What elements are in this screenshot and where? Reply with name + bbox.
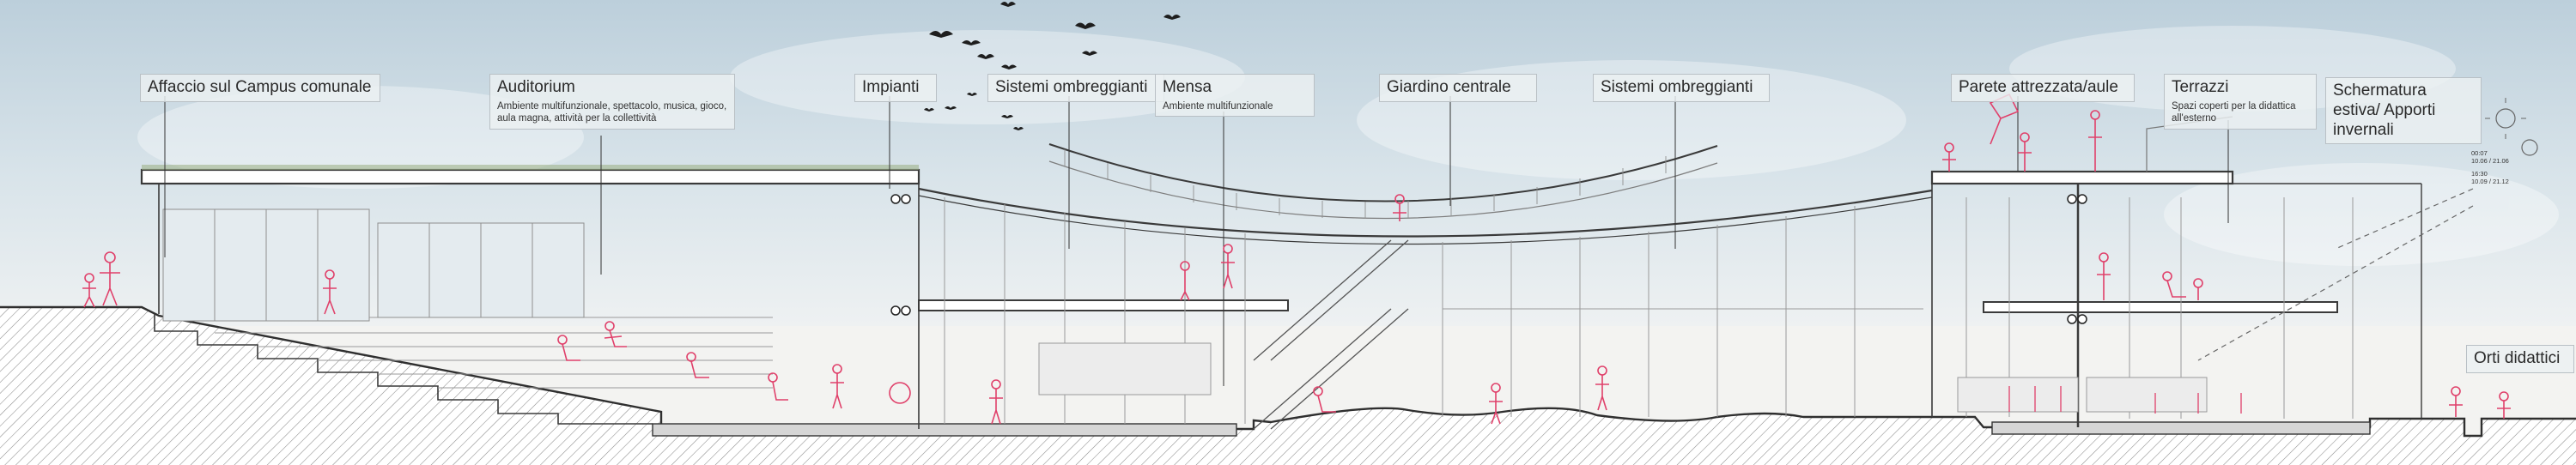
person [1595,365,1609,411]
label-mensa-title: Mensa [1163,78,1212,96]
person [1180,261,1190,301]
label-ombreggianti-2-title: Sistemi ombreggianti [1601,78,1753,96]
label-ombreggianti-1: Sistemi ombreggianti [987,74,1164,102]
label-auditorium: Auditorium Ambiente multifunzionale, spe… [489,74,735,130]
person [686,352,709,378]
person [82,273,96,308]
person [2449,386,2463,417]
sun-winter-time: 16:30 [2471,170,2488,178]
label-orti-title: Orti didattici [2474,349,2561,367]
label-parete-title: Parete attrezzata/aule [1959,78,2118,96]
vent-marks [890,194,2087,324]
label-giardino: Giardino centrale [1379,74,1537,102]
person [2097,252,2111,300]
person [604,321,627,347]
sun-winter-note: 16:30 10.09 / 21.12 [2471,170,2509,186]
label-schermatura-title: Schermatura estiva/ Apporti invernali [2333,82,2436,139]
person [557,335,580,361]
sun-summer-time: 00:07 [2471,149,2488,157]
sun-icons [2197,98,2538,361]
person [830,364,844,409]
person [768,372,788,401]
auditorium-volume [140,165,920,429]
person [2162,271,2186,298]
sun-summer-date: 10.06 / 21.06 [2471,157,2509,166]
label-giardino-title: Giardino centrale [1387,78,1511,96]
label-campus: Affaccio sul Campus comunale [140,74,380,102]
person [1942,142,1956,172]
people-figures [82,93,2511,425]
person [1393,194,1406,221]
label-auditorium-title: Auditorium [497,78,575,96]
person [1221,244,1235,289]
leader-lines [164,96,2229,386]
person [1489,383,1503,425]
label-auditorium-subtitle: Ambiente multifunzionale, spettacolo, mu… [497,100,727,124]
person [2018,132,2032,172]
person [1313,386,1336,413]
label-impianti-title: Impianti [862,78,920,96]
person [2088,110,2102,172]
person [100,251,120,306]
person [889,382,911,404]
label-parete: Parete attrezzata/aule [1951,74,2135,102]
label-terrazzi-subtitle: Spazi coperti per la didattica all'ester… [2172,100,2296,124]
sun-winter-date: 10.09 / 21.12 [2471,178,2509,186]
person [2193,278,2203,300]
sun-summer-note: 00:07 10.06 / 21.06 [2471,149,2509,166]
label-impianti: Impianti [854,74,937,102]
person [989,379,1003,425]
kids-group [2008,386,2242,414]
person [2497,391,2511,419]
label-orti: Orti didattici [2466,345,2574,373]
label-schermatura: Schermatura estiva/ Apporti invernali [2325,77,2482,145]
label-terrazzi-title: Terrazzi [2172,78,2229,96]
label-mensa-subtitle: Ambiente multifunzionale [1163,100,1273,112]
right-wing [1930,116,2422,427]
label-mensa: Mensa Ambiente multifunzionale [1155,74,1315,118]
person [323,269,337,315]
label-ombreggianti-1-title: Sistemi ombreggianti [995,78,1148,96]
label-terrazzi: Terrazzi Spazi coperti per la didattica … [2164,74,2317,130]
label-ombreggianti-2: Sistemi ombreggianti [1593,74,1770,102]
birds [924,2,1181,130]
label-campus-title: Affaccio sul Campus comunale [148,78,372,96]
ground-section [0,305,2576,465]
